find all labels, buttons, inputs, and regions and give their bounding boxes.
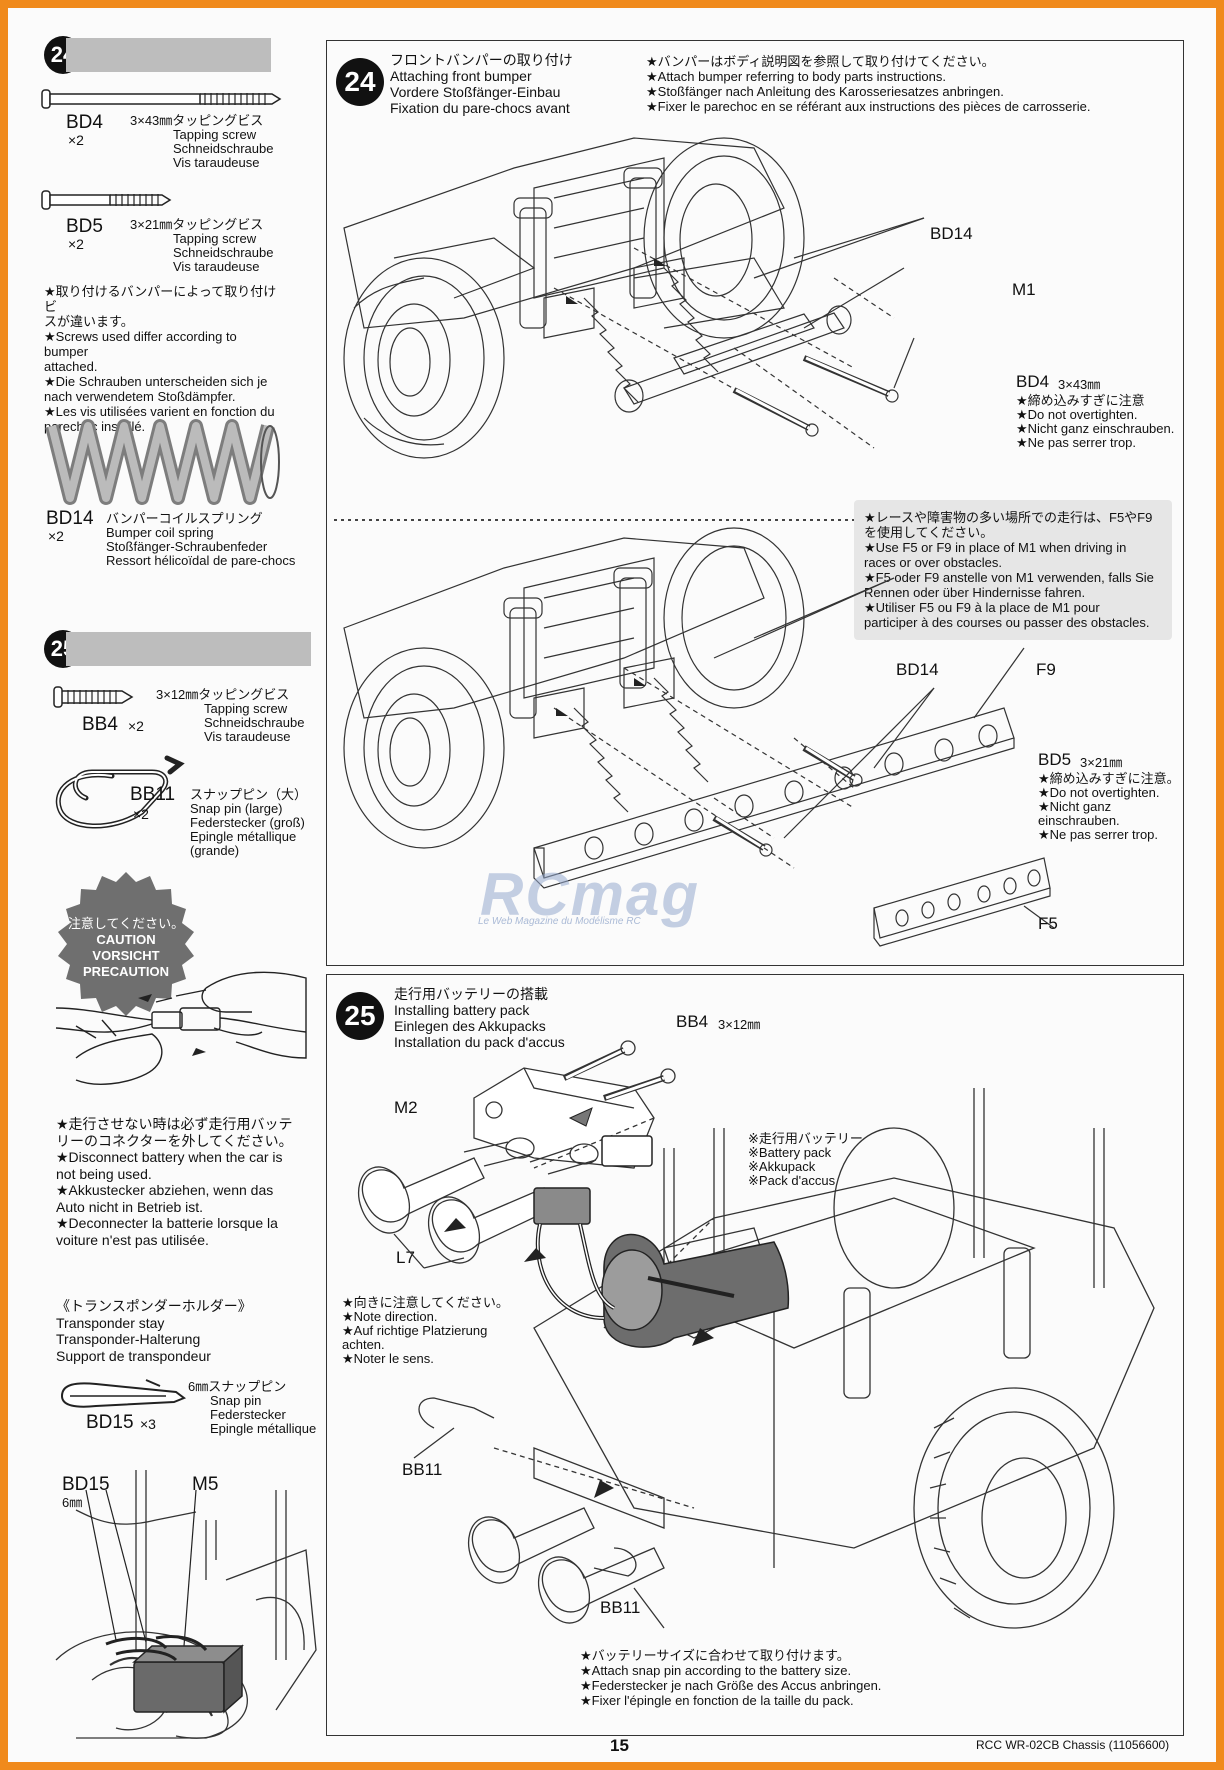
- bd14-code: BD14: [46, 508, 94, 529]
- transponder-6mm-label: 6㎜: [62, 1495, 83, 1510]
- bb11-fr2: (grande): [190, 843, 240, 858]
- panel-24-badge: 24: [336, 58, 384, 106]
- bd4-size: 3×43㎜タッピングビス: [130, 113, 264, 128]
- bb4-screw-drawing: [53, 686, 134, 708]
- battery-pack-label: ※走行用バッテリー※Battery pack ※Akkupack※Pack d'…: [748, 1131, 863, 1188]
- bb11-fr1: Epingle métallique: [190, 829, 297, 844]
- panel-24-title: フロントバンパーの取り付け Attaching front bumper Vor…: [390, 52, 573, 116]
- bb4-code: BB4: [82, 714, 118, 735]
- screw-note: ★取り付けるバンパーによって取り付けビスが違います。 ★Screws used …: [44, 284, 277, 434]
- label-bd4: BD4: [1016, 372, 1050, 391]
- snap-pin-size-note: ★バッテリーサイズに合わせて取り付けます。★Attach snap pin ac…: [580, 1648, 882, 1708]
- label-bb11-bottom: BB11: [600, 1598, 641, 1617]
- label-bb11-left: BB11: [402, 1460, 443, 1479]
- bb4-de: Schneidschraube: [204, 715, 305, 730]
- bb4-fr: Vis taraudeuse: [204, 729, 291, 744]
- bd4-en: Tapping screw: [173, 127, 257, 142]
- front-bumper-f9-f5-illustration: [343, 527, 1055, 947]
- bd15-fr: Epingle métallique: [210, 1421, 317, 1436]
- transponder-title: 《トランスポンダーホルダー》 Transponder stay Transpon…: [56, 1298, 252, 1364]
- bd5-screw-drawing: [41, 190, 172, 210]
- document-id: RCC WR-02CB Chassis (11056600): [976, 1738, 1170, 1752]
- transponder-m5-label: M5: [192, 1474, 219, 1495]
- label-f5: F5: [1038, 914, 1058, 933]
- panel-24-note: ★バンパーはボディ説明図を参照して取り付けてください。★Attach bumpe…: [646, 54, 1091, 114]
- bd15-en: Snap pin: [210, 1393, 262, 1408]
- label-bd5: BD5: [1038, 750, 1072, 769]
- label-m2: M2: [394, 1098, 418, 1117]
- bd14-fr: Ressort hélicoïdal de pare-chocs: [106, 553, 296, 568]
- bd14-qty: ×2: [48, 528, 64, 544]
- label-bd14-top: BD14: [930, 224, 973, 243]
- watermark-logo: RCmag: [480, 861, 701, 928]
- label-m1: M1: [1012, 280, 1036, 299]
- bd15-code: BD15: [86, 1412, 134, 1433]
- label-bd14-bottom: BD14: [896, 660, 939, 679]
- bd14-jp: バンパーコイルスプリング: [106, 511, 263, 526]
- disconnect-note: ★走行させない時は必ず走行用バッテリーのコネクターを外してください。 ★Disc…: [56, 1116, 293, 1248]
- battery-install-illustration: [357, 1040, 1155, 1629]
- bd4-screw-drawing: [41, 89, 282, 109]
- bd5-fr: Vis taraudeuse: [173, 259, 260, 274]
- step-25-panel: [326, 974, 1184, 1736]
- watermark-subtitle: Le Web Magazine du Modélisme RC: [478, 916, 641, 927]
- panel-25-title: 走行用バッテリーの搭載 Installing battery pack Einl…: [394, 986, 565, 1050]
- label-bb4-size: 3×12㎜: [718, 1017, 761, 1032]
- bb11-qty: ×2: [133, 806, 149, 822]
- bd15-jp: 6㎜スナップピン: [188, 1379, 287, 1394]
- label-bd5-size: 3×21㎜: [1080, 755, 1123, 770]
- bd5-de: Schneidschraube: [173, 245, 274, 260]
- bd5-qty: ×2: [68, 236, 84, 252]
- bd4-overtighten-note: ★締め込みすぎに注意★Do not overtighten. ★Nicht ga…: [1016, 393, 1175, 450]
- bd5-en: Tapping screw: [173, 231, 257, 246]
- bd4-fr: Vis taraudeuse: [173, 155, 260, 170]
- step-24-panel: [326, 40, 1184, 966]
- bb11-en: Snap pin (large): [190, 801, 283, 816]
- l7-direction-note: ★向きに注意してください。★Note direction. ★Auf richt…: [342, 1295, 509, 1366]
- transponder-illustration: [55, 1470, 317, 1739]
- bb4-en: Tapping screw: [204, 701, 288, 716]
- option-note-box: [854, 500, 1172, 640]
- panel-25-badge: 25: [336, 992, 384, 1040]
- bb11-de: Federstecker (groß): [190, 815, 305, 830]
- step-24-header-bar: [66, 38, 271, 72]
- label-bd4-size: 3×43㎜: [1058, 377, 1101, 392]
- step-25-header-bar: [66, 632, 311, 666]
- bb4-size: 3×12㎜タッピングビス: [156, 687, 290, 702]
- bd4-de: Schneidschraube: [173, 141, 274, 156]
- bd15-qty: ×3: [140, 1416, 156, 1432]
- bd5-code: BD5: [66, 216, 103, 237]
- bd14-de: Stoßfänger-Schraubenfeder: [106, 539, 268, 554]
- caution-seal-icon: [58, 872, 194, 1016]
- bb11-snap-pin-drawing: [55, 755, 185, 829]
- transponder-bd15-label: BD15: [62, 1474, 110, 1495]
- bb4-qty: ×2: [128, 718, 144, 734]
- bd14-en: Bumper coil spring: [106, 525, 214, 540]
- bb11-jp: スナップピン（大）: [190, 787, 308, 802]
- label-f9: F9: [1036, 660, 1056, 679]
- bd5-size: 3×21㎜タッピングビス: [130, 217, 264, 232]
- front-bumper-m1-illustration: [343, 137, 925, 459]
- bd5-overtighten-note: ★締め込みすぎに注意。★Do not overtighten. ★Nicht g…: [1038, 771, 1180, 842]
- caution-seal-text: 注意してください。 CAUTION VORSICHT PRECAUTION: [67, 916, 185, 979]
- disconnect-connector-illustration: [55, 971, 307, 1085]
- bd15-snap-pin-drawing: [60, 1379, 187, 1408]
- label-bb4: BB4: [676, 1012, 709, 1031]
- page-number: 15: [610, 1736, 629, 1755]
- bd14-spring-drawing: [45, 419, 280, 505]
- bd4-code: BD4: [66, 112, 103, 133]
- option-divider: [334, 519, 854, 521]
- bd4-qty: ×2: [68, 132, 84, 148]
- bb11-code: BB11: [130, 784, 176, 805]
- bd15-de: Federstecker: [210, 1407, 286, 1422]
